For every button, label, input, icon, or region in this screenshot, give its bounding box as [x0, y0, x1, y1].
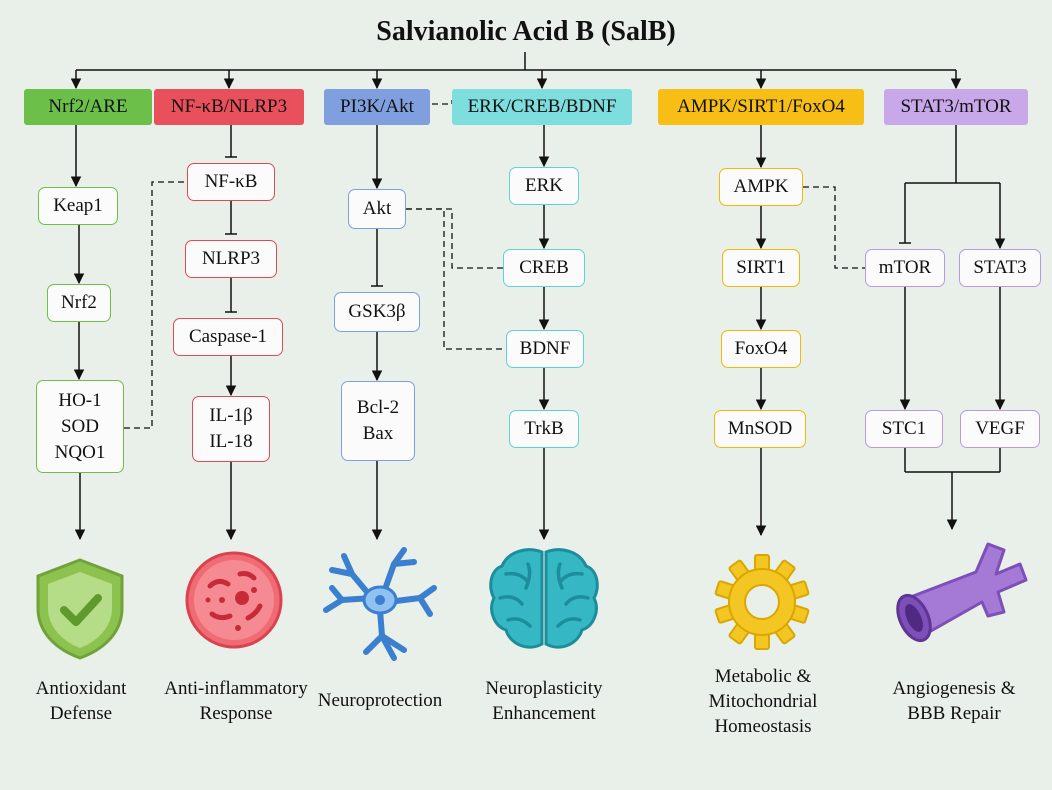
- node-foxo4: FoxO4: [721, 330, 801, 368]
- dashed-crosstalk: [432, 100, 453, 105]
- node-il1b-il18: IL-1β IL-18: [192, 396, 270, 462]
- gear-icon: [714, 554, 810, 650]
- node-nfkb: NF-κB: [187, 163, 275, 201]
- node-stc1: STC1: [865, 410, 943, 448]
- dashed-crosstalk: [406, 208, 506, 350]
- outcome-antioxidant-defense: Antioxidant Defense: [35, 678, 127, 724]
- node-mtor: mTOR: [865, 249, 945, 287]
- node-ho1-sod-nqo1: HO-1 SOD NQO1: [36, 380, 124, 473]
- outcome-neuroplasticity-enhancement: Neuroplasticity Enhancement: [485, 678, 603, 724]
- node-creb: CREB: [503, 249, 585, 287]
- outcome-anti-inflammatory-response: Anti-inflammatory Response: [164, 678, 308, 724]
- node-trkb: TrkB: [509, 410, 579, 448]
- node-stat3: STAT3: [959, 249, 1041, 287]
- brain-icon: [489, 548, 599, 649]
- dashed-crosstalk: [803, 186, 865, 269]
- node-bcl2-bax: Bcl-2 Bax: [341, 381, 415, 461]
- blood-vessel-icon: [896, 542, 1028, 643]
- dashed-crosstalk: [406, 208, 503, 269]
- header-pi3k-akt: PI3K/Akt: [324, 89, 430, 125]
- header-nrf2-are: Nrf2/ARE: [24, 89, 152, 125]
- node-mnsod: MnSOD: [714, 410, 806, 448]
- diagram-title: Salvianolic Acid B (SalB): [376, 16, 676, 47]
- node-akt: Akt: [348, 189, 406, 229]
- node-nrf2: Nrf2: [47, 284, 111, 322]
- outcome-angiogenesis-bbb-repair: Angiogenesis & BBB Repair: [892, 678, 1016, 724]
- node-gsk3b: GSK3β: [334, 292, 420, 332]
- shield-check-icon: [36, 558, 124, 660]
- inflamed-cell-icon: [185, 551, 283, 649]
- node-bdnf: BDNF: [506, 330, 584, 368]
- node-nlrp3: NLRP3: [185, 240, 277, 278]
- header-ampk-sirt1-foxo4: AMPK/SIRT1/FoxO4: [658, 89, 864, 125]
- node-keap1: Keap1: [38, 187, 118, 225]
- header-stat3-mtor: STAT3/mTOR: [884, 89, 1028, 125]
- neuron-icon: [323, 547, 437, 661]
- node-ampk: AMPK: [719, 168, 803, 206]
- dashed-crosstalk: [124, 181, 187, 429]
- header-erk-creb-bdnf: ERK/CREB/BDNF: [452, 89, 632, 125]
- outcome-metabolic-homeostasis: Metabolic & Mitochondrial Homeostasis: [708, 666, 818, 737]
- node-caspase-1: Caspase-1: [173, 318, 283, 356]
- header-nfkb-nlrp3: NF-κB/NLRP3: [154, 89, 304, 125]
- outcome-neuroprotection: Neuroprotection: [317, 690, 443, 711]
- node-vegf: VEGF: [960, 410, 1040, 448]
- node-erk: ERK: [509, 167, 579, 205]
- node-sirt1: SIRT1: [722, 249, 800, 287]
